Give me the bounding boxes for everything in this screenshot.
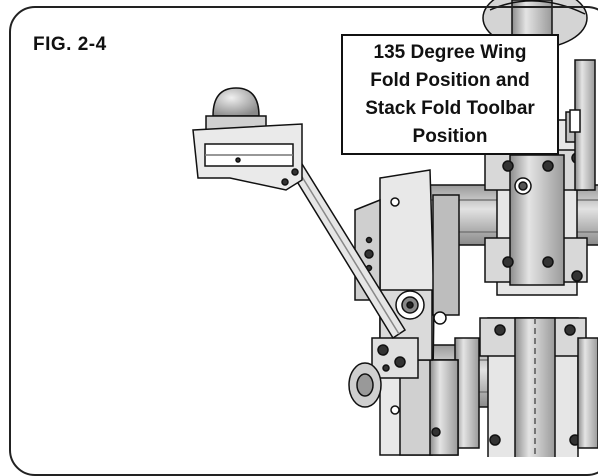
figure-label: FIG. 2-4 [33, 34, 107, 55]
callout-line-2: Fold Position and [370, 69, 530, 91]
callout-line-3: Stack Fold Toolbar [365, 97, 535, 119]
callout-box: 135 Degree Wing Fold Position and Stack … [341, 34, 559, 155]
callout-line-4: Position [412, 125, 488, 147]
lower-clamp-assembly [454, 317, 598, 457]
callout-line-1: 135 Degree Wing [373, 41, 527, 63]
right-edge-fittings [569, 59, 596, 191]
sensor-box [192, 87, 303, 191]
gauge-wheel [348, 362, 382, 408]
